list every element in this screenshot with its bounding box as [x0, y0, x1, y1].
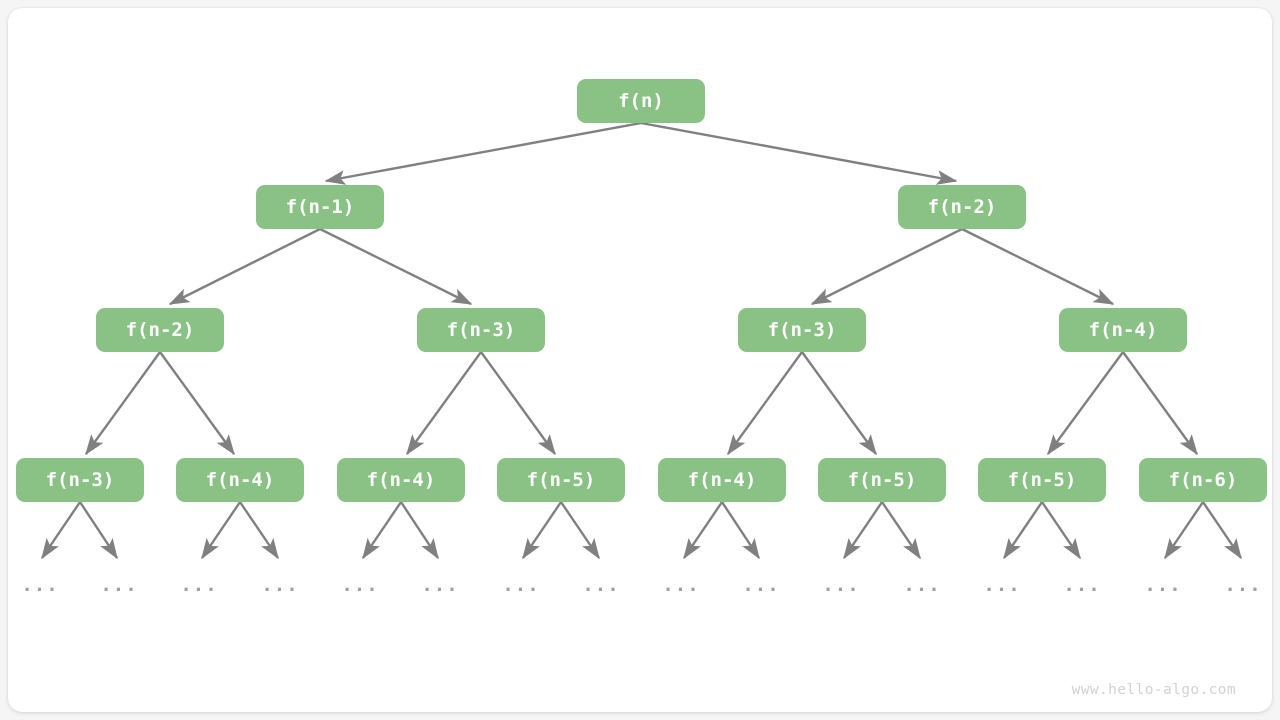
- tree-node-label: f(n-5): [526, 469, 596, 491]
- tree-node-label: f(n-4): [205, 469, 275, 491]
- tree-node-label: f(n-2): [927, 196, 997, 218]
- tree-node-level-0-0[interactable]: f(n): [577, 79, 705, 123]
- tree-node-label: f(n-2): [125, 319, 195, 341]
- tree-node-level-3-5[interactable]: f(n-5): [818, 458, 946, 502]
- tree-node-level-1-1[interactable]: f(n-2): [898, 185, 1026, 229]
- tree-node-label: f(n-4): [366, 469, 436, 491]
- ellipsis-marker-10: ...: [822, 574, 860, 596]
- tree-node-level-3-2[interactable]: f(n-4): [337, 458, 465, 502]
- tree-node-label: f(n-3): [446, 319, 516, 341]
- tree-node-level-2-1[interactable]: f(n-3): [417, 308, 545, 352]
- tree-node-label: f(n-5): [1007, 469, 1077, 491]
- tree-node-level-3-7[interactable]: f(n-6): [1139, 458, 1267, 502]
- tree-node-label: f(n-3): [767, 319, 837, 341]
- tree-node-label: f(n-4): [1088, 319, 1158, 341]
- tree-node-level-3-1[interactable]: f(n-4): [176, 458, 304, 502]
- ellipsis-marker-9: ...: [742, 574, 780, 596]
- tree-node-label: f(n): [618, 90, 664, 112]
- ellipsis-marker-15: ...: [1224, 574, 1262, 596]
- ellipsis-marker-5: ...: [421, 574, 459, 596]
- tree-node-level-2-2[interactable]: f(n-3): [738, 308, 866, 352]
- ellipsis-marker-2: ...: [180, 574, 218, 596]
- ellipsis-marker-3: ...: [261, 574, 299, 596]
- tree-node-label: f(n-4): [687, 469, 757, 491]
- ellipsis-marker-8: ...: [662, 574, 700, 596]
- ellipsis-marker-12: ...: [983, 574, 1021, 596]
- ellipsis-marker-14: ...: [1144, 574, 1182, 596]
- tree-node-level-2-3[interactable]: f(n-4): [1059, 308, 1187, 352]
- ellipsis-marker-1: ...: [100, 574, 138, 596]
- ellipsis-marker-0: ...: [21, 574, 59, 596]
- site-watermark: www.hello-algo.com: [1071, 682, 1236, 698]
- tree-node-label: f(n-3): [45, 469, 115, 491]
- tree-node-label: f(n-5): [847, 469, 917, 491]
- ellipsis-marker-6: ...: [502, 574, 540, 596]
- tree-node-label: f(n-1): [285, 196, 355, 218]
- tree-node-level-3-3[interactable]: f(n-5): [497, 458, 625, 502]
- ellipsis-marker-13: ...: [1063, 574, 1101, 596]
- ellipsis-marker-4: ...: [341, 574, 379, 596]
- ellipsis-marker-11: ...: [903, 574, 941, 596]
- tree-node-level-1-0[interactable]: f(n-1): [256, 185, 384, 229]
- tree-node-level-2-0[interactable]: f(n-2): [96, 308, 224, 352]
- tree-node-label: f(n-6): [1168, 469, 1238, 491]
- tree-node-level-3-6[interactable]: f(n-5): [978, 458, 1106, 502]
- tree-node-level-3-4[interactable]: f(n-4): [658, 458, 786, 502]
- tree-node-level-3-0[interactable]: f(n-3): [16, 458, 144, 502]
- ellipsis-marker-7: ...: [582, 574, 620, 596]
